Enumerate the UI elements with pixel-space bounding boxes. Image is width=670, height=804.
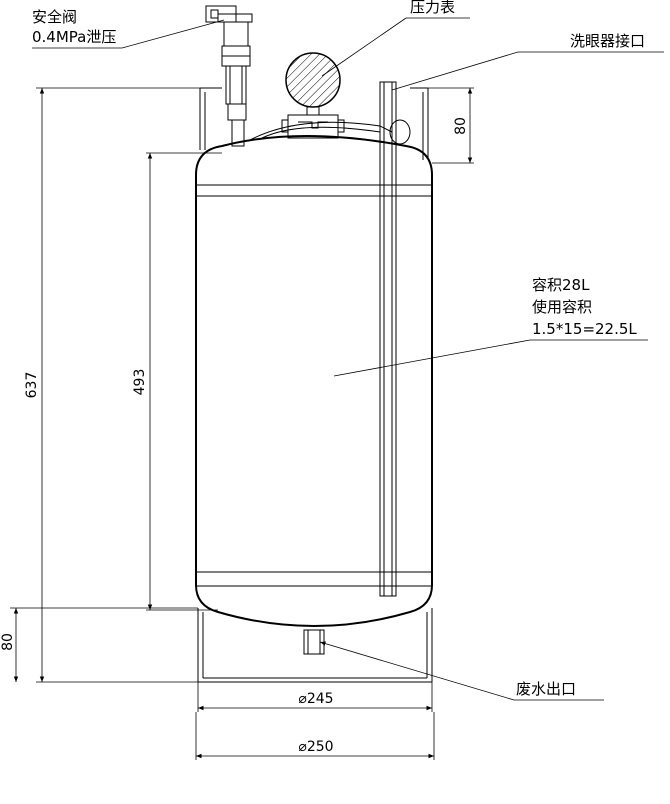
safety-valve — [205, 5, 253, 147]
pressure-gauge — [281, 52, 345, 139]
leader-eyewash-port: 洗眼器接口 — [391, 32, 664, 91]
safety-valve-label-line2: 0.4MPa泄压 — [32, 28, 116, 46]
dimension-top-height-label: 80 — [453, 117, 469, 135]
volume-label-line1: 容积28L — [532, 276, 590, 294]
dimension-total-height-label: 637 — [24, 372, 40, 399]
eyewash-port-label: 洗眼器接口 — [570, 32, 645, 50]
dimension-body-height-label: 493 — [132, 369, 148, 396]
dimension-outer-diameter-label: ⌀250 — [298, 739, 333, 755]
volume-label-line2: 使用容积 — [532, 298, 592, 316]
dimension-outer-diameter: ⌀250 — [195, 712, 435, 760]
leader-safety-valve: 安全阀 0.4MPa泄压 — [32, 8, 225, 49]
waste-outlet-label: 废水出口 — [516, 680, 576, 698]
dimension-inner-diameter: ⌀245 — [197, 682, 433, 712]
bottom-skirt — [197, 608, 433, 683]
top-skirt — [199, 87, 429, 160]
tank-body — [195, 135, 433, 627]
leader-waste-outlet: 废水出口 — [319, 641, 604, 701]
tank-top-head — [249, 119, 411, 145]
pressure-gauge-label: 压力表 — [410, 0, 455, 16]
dimension-inner-diameter-label: ⌀245 — [298, 691, 333, 707]
leader-volume: 容积28L 使用容积 1.5*15=22.5L — [333, 276, 648, 377]
dimension-bottom-height-label: 80 — [0, 633, 16, 651]
leader-pressure-gauge: 压力表 — [321, 0, 470, 77]
safety-valve-label-line1: 安全阀 — [32, 8, 77, 26]
volume-label-line3: 1.5*15=22.5L — [532, 320, 637, 338]
dimension-total-height: 637 — [24, 87, 200, 683]
eyewash-pipe — [379, 81, 397, 597]
dimension-body-height: 493 — [132, 152, 222, 611]
dimension-bottom-height: 80 — [0, 607, 198, 682]
dimension-top-height: 80 — [428, 87, 474, 164]
